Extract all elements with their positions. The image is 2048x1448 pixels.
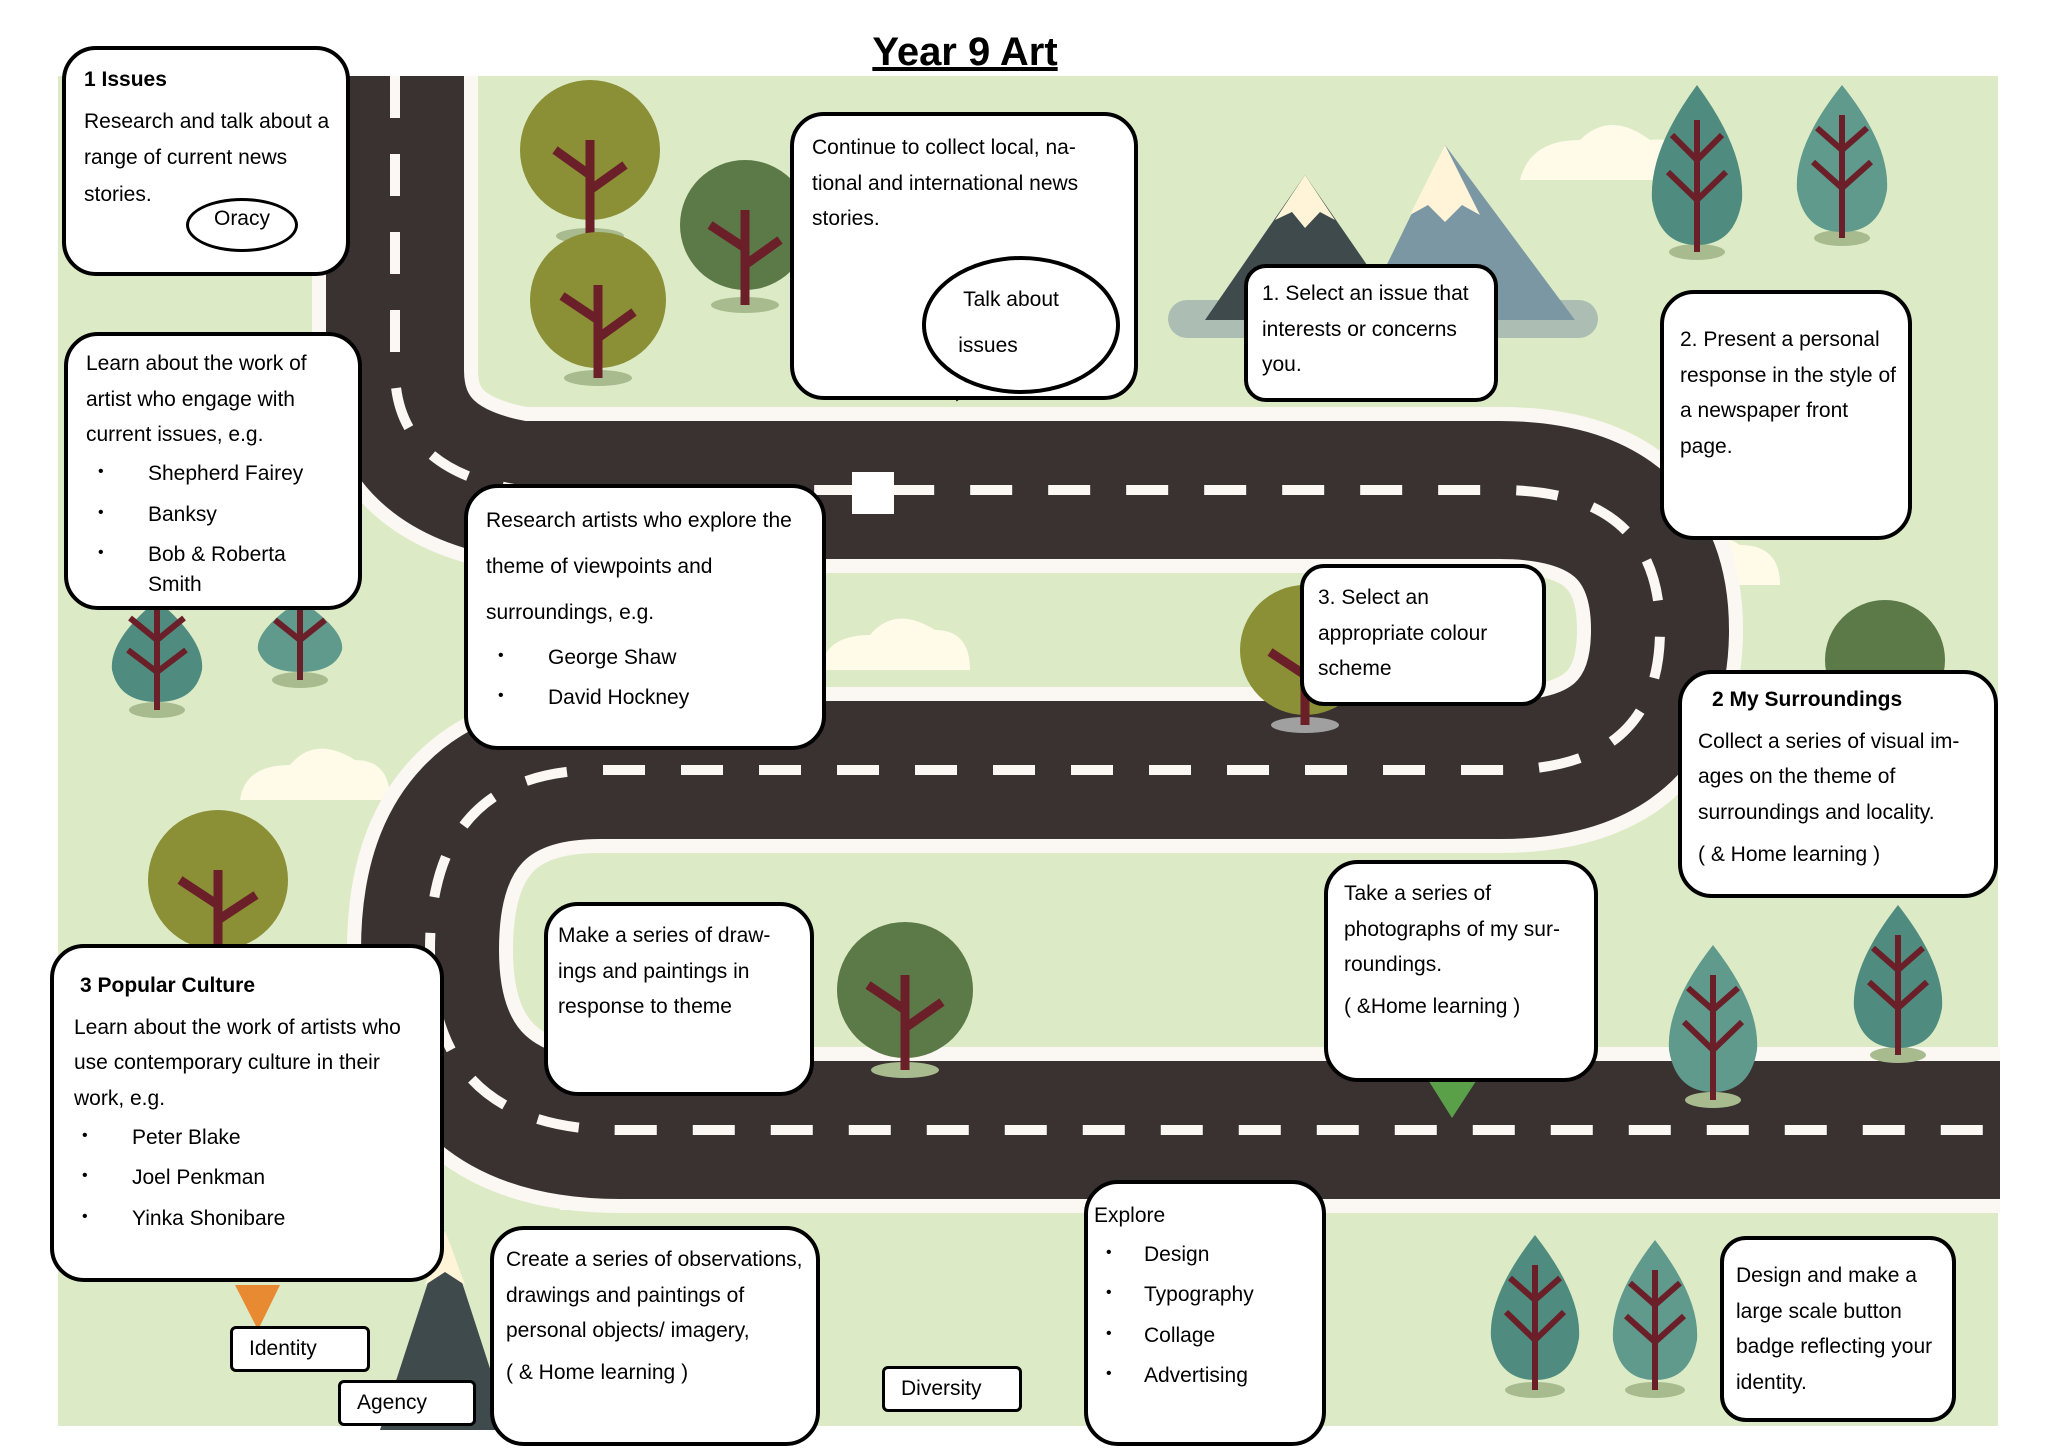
list-item: Yinka Shonibare bbox=[70, 1204, 424, 1234]
tree-dark-1 bbox=[680, 160, 810, 313]
research-viewpoints-list: George Shaw David Hockney bbox=[486, 643, 804, 714]
issues-text: Research and talk about a range of curre… bbox=[84, 109, 330, 207]
list-item: Peter Blake bbox=[70, 1123, 424, 1153]
list-item: Banksy bbox=[86, 500, 344, 530]
select-issue-text: 1. Select an issue that interests or con… bbox=[1262, 282, 1469, 377]
list-item: Advertising bbox=[1094, 1361, 1312, 1391]
my-surroundings-box: 2 My Surroundings Collect a series of vi… bbox=[1678, 670, 1998, 898]
tree-olive-3 bbox=[148, 810, 288, 963]
identity-tag: Identity bbox=[230, 1326, 370, 1372]
drawings-theme-box: Make a series of draw-ings and paintings… bbox=[544, 902, 814, 1096]
list-item: Collage bbox=[1094, 1321, 1312, 1351]
cloud-3 bbox=[820, 618, 970, 670]
my-surroundings-text: Collect a series of visual im-ages on th… bbox=[1698, 729, 1960, 825]
agency-tag: Agency bbox=[338, 1380, 476, 1426]
my-surroundings-note: ( & Home learning ) bbox=[1698, 842, 1881, 866]
tree-teal-2 bbox=[1796, 85, 1888, 246]
explore-text: Explore bbox=[1094, 1204, 1166, 1227]
list-item: Shepherd Fairey bbox=[86, 459, 344, 489]
select-issue-box: 1. Select an issue that interests or con… bbox=[1244, 264, 1498, 402]
diversity-tag: Diversity bbox=[882, 1366, 1022, 1412]
tree-teal-5 bbox=[1668, 945, 1758, 1108]
colour-scheme-box: 3. Select an appropriate colour scheme bbox=[1300, 564, 1546, 706]
tree-teal-7 bbox=[1490, 1235, 1580, 1398]
rocket-flame bbox=[235, 1285, 280, 1330]
my-surroundings-heading: 2 My Surroundings bbox=[1712, 688, 1903, 711]
list-item: George Shaw bbox=[486, 643, 804, 673]
popular-culture-text: Learn about the work of artists who use … bbox=[74, 1015, 401, 1111]
research-viewpoints-box: Research artists who explore the theme o… bbox=[464, 484, 826, 750]
colour-scheme-text: 3. Select an appropriate colour scheme bbox=[1318, 586, 1488, 681]
list-item: David Hockney bbox=[486, 683, 804, 713]
list-item: Bob & Roberta Smith bbox=[86, 540, 344, 601]
tree-dark-2 bbox=[837, 922, 973, 1078]
popular-culture-list: Peter Blake Joel Penkman Yinka Shonibare bbox=[70, 1123, 424, 1234]
learn-artists-list: Shepherd Fairey Banksy Bob & Roberta Smi… bbox=[86, 459, 344, 601]
tree-olive-2 bbox=[530, 232, 666, 386]
oracy-label: Oracy bbox=[213, 207, 270, 230]
learn-artists-text: Learn about the work of artist who engag… bbox=[86, 352, 307, 447]
personal-objects-note: ( & Home learning ) bbox=[506, 1361, 689, 1385]
photographs-note: ( &Home learning ) bbox=[1344, 995, 1521, 1019]
popular-culture-box: 3 Popular Culture Learn about the work o… bbox=[50, 944, 444, 1282]
learn-artists-box: Learn about the work of artist who engag… bbox=[64, 332, 362, 610]
present-response-text: 2. Present a personal response in the st… bbox=[1680, 328, 1896, 459]
page-title: Year 9 Art bbox=[872, 30, 1058, 74]
present-response-box: 2. Present a personal response in the st… bbox=[1660, 290, 1912, 540]
trees bbox=[111, 80, 1945, 1398]
personal-objects-text: Create a series of observations, drawing… bbox=[506, 1248, 803, 1343]
white-square-marker bbox=[852, 472, 894, 514]
talk-about-issues-bubble bbox=[922, 256, 1120, 394]
research-viewpoints-text: Research artists who explore the theme o… bbox=[486, 509, 792, 625]
photographs-box: Take a series of photographs of my sur-r… bbox=[1324, 860, 1598, 1082]
tree-teal-1 bbox=[1651, 85, 1743, 260]
explore-box: Explore Design Typography Collage Advert… bbox=[1084, 1180, 1326, 1446]
continue-collect-text: Continue to collect local, na-tional and… bbox=[812, 136, 1079, 231]
button-badge-box: Design and make a large scale button bad… bbox=[1720, 1236, 1956, 1422]
list-item: Design bbox=[1094, 1240, 1312, 1270]
tree-teal-3 bbox=[111, 600, 203, 718]
issues-heading: 1 Issues bbox=[84, 68, 167, 91]
button-badge-text: Design and make a large scale button bad… bbox=[1736, 1264, 1933, 1395]
drawings-theme-text: Make a series of draw-ings and paintings… bbox=[558, 924, 771, 1019]
tree-teal-6 bbox=[1853, 905, 1943, 1063]
popular-culture-heading: 3 Popular Culture bbox=[80, 974, 256, 997]
list-item: Typography bbox=[1094, 1280, 1312, 1310]
photographs-text: Take a series of photographs of my sur-r… bbox=[1344, 882, 1560, 977]
green-triangle bbox=[1425, 1075, 1480, 1118]
issues-bubble-label: issues bbox=[958, 334, 1018, 357]
tree-teal-4 bbox=[257, 600, 343, 688]
talk-about-label: Talk about bbox=[963, 288, 1059, 311]
cloud-5 bbox=[240, 748, 390, 800]
explore-list: Design Typography Collage Advertising bbox=[1094, 1240, 1312, 1392]
personal-objects-box: Create a series of observations, drawing… bbox=[490, 1226, 820, 1446]
list-item: Joel Penkman bbox=[70, 1163, 424, 1193]
oracy-bubble bbox=[186, 198, 298, 252]
cloud-1 bbox=[1520, 125, 1695, 180]
tree-teal-8 bbox=[1612, 1240, 1698, 1398]
